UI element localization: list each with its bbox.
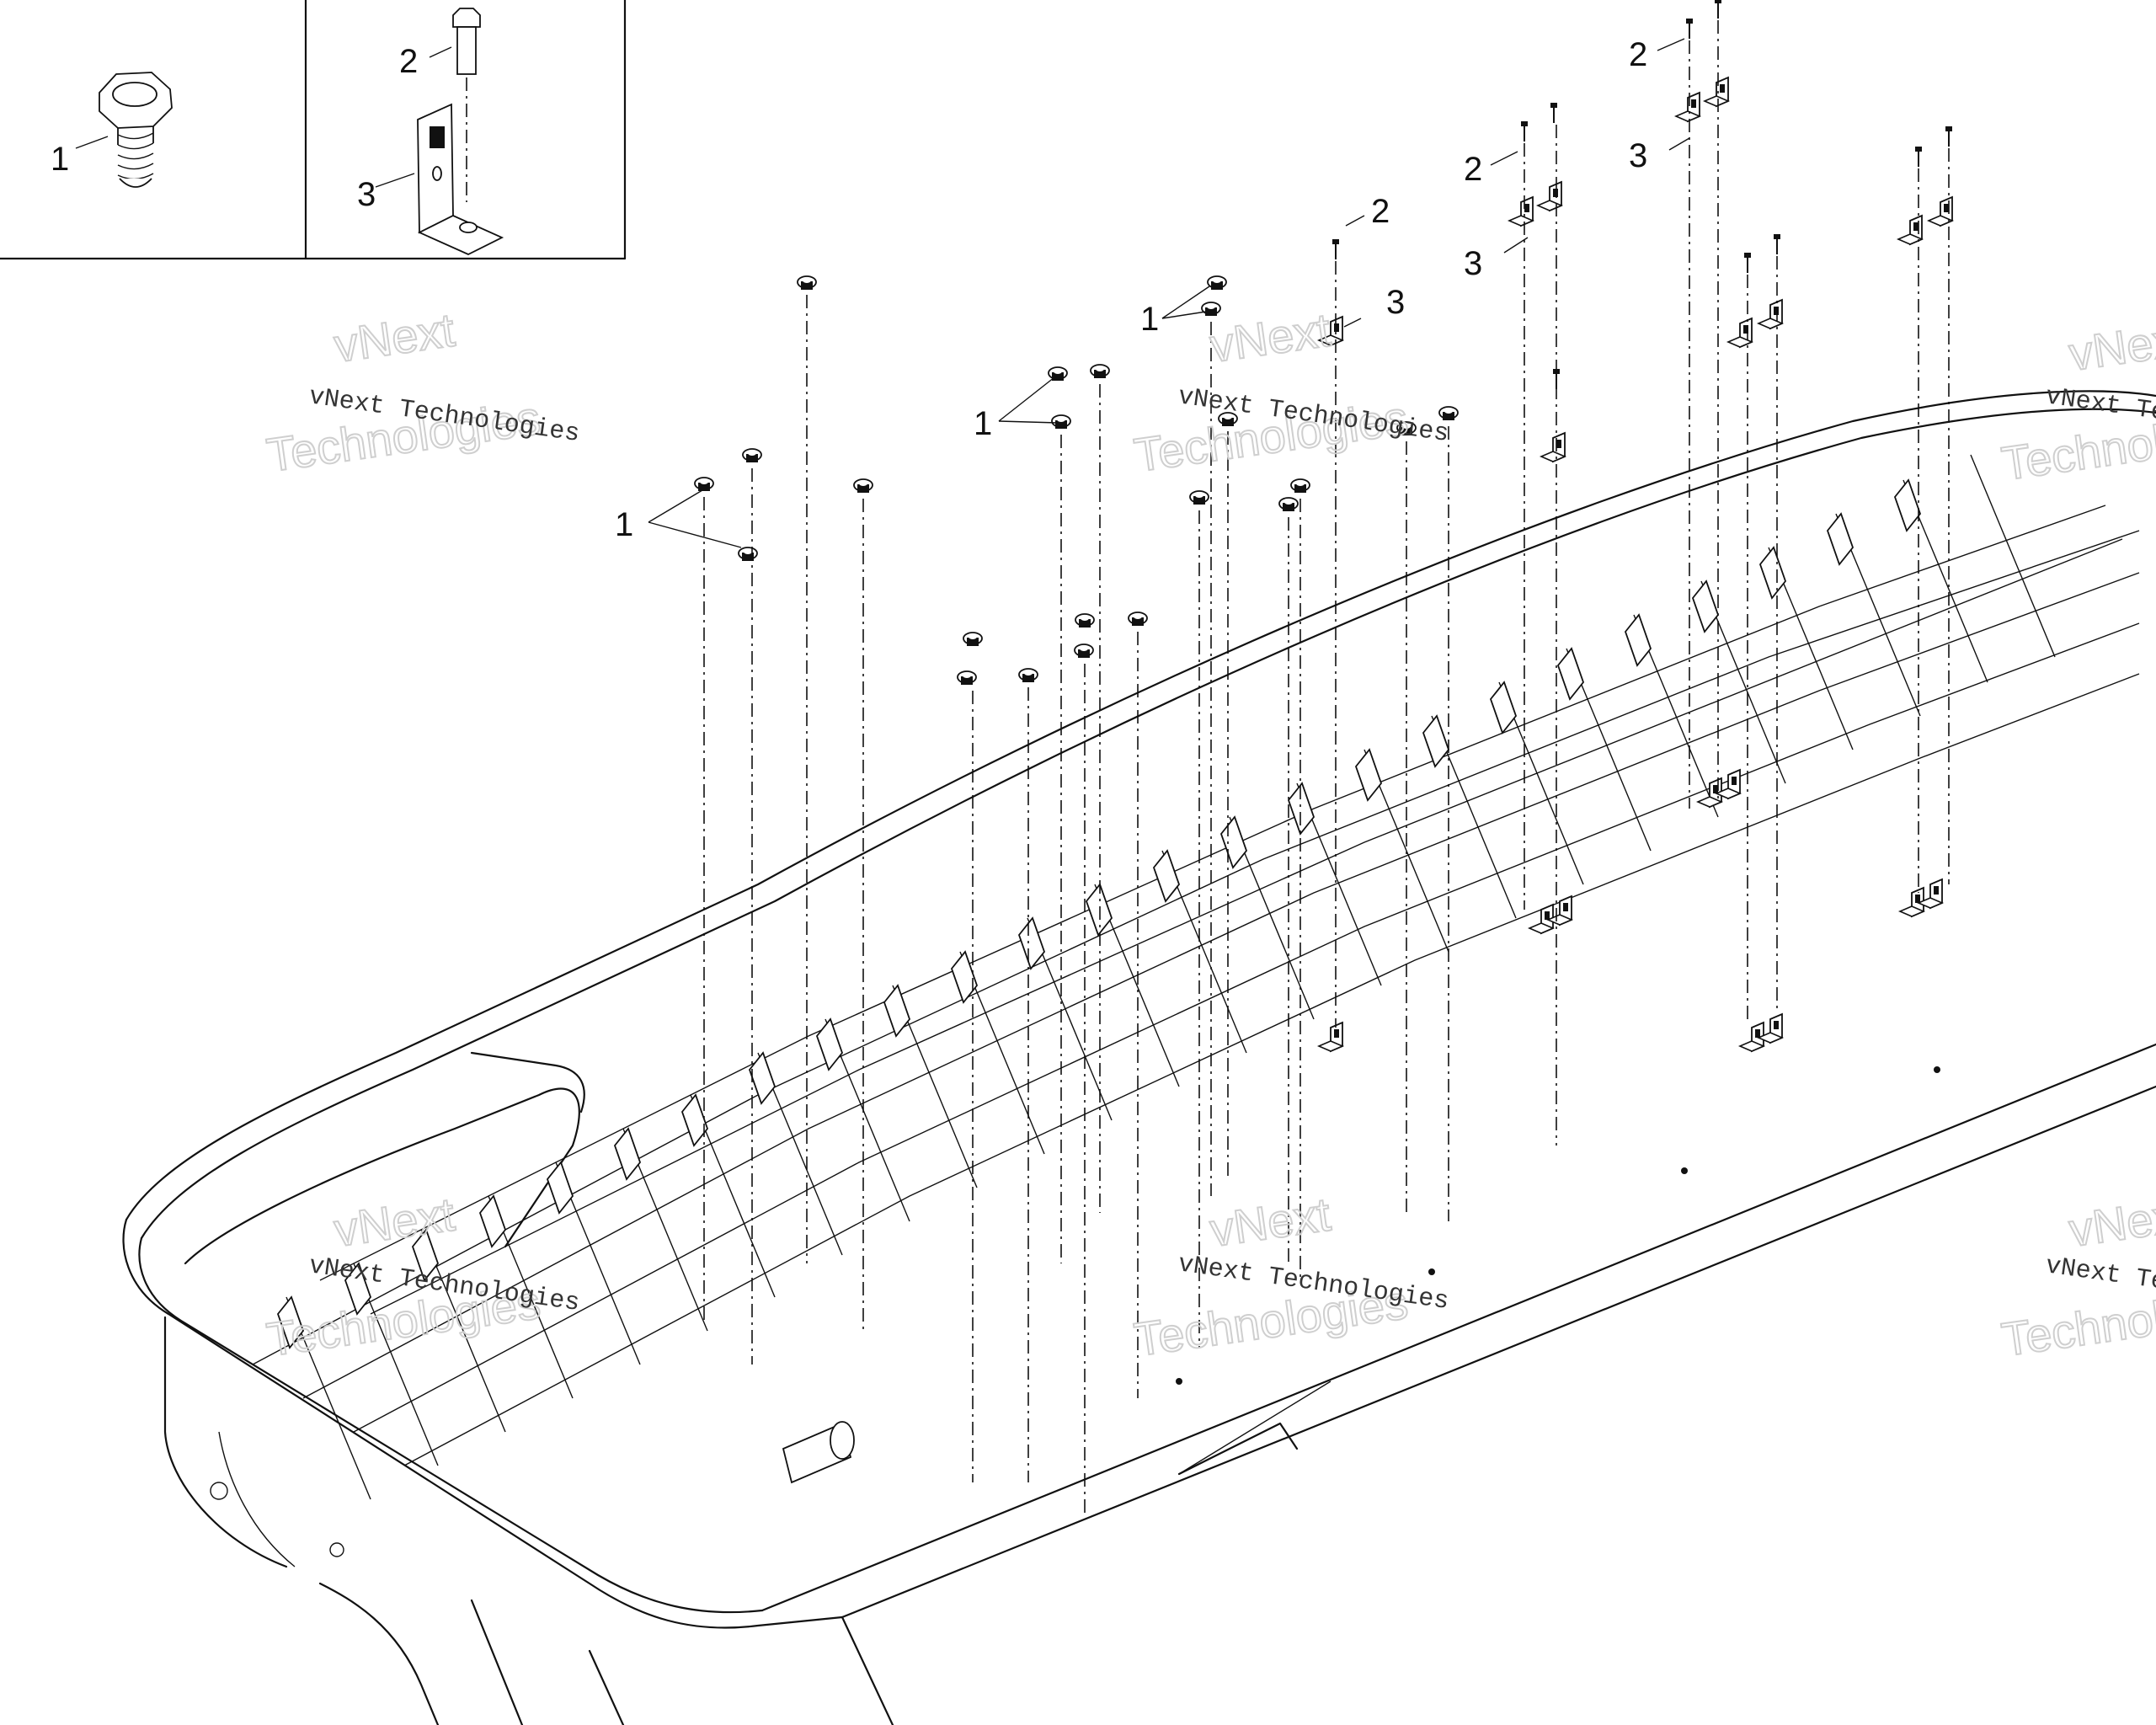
watermark-big-2a: vNext [1207,303,1334,372]
leader-lines [648,38,1690,548]
callout-1-b: 1 [974,405,992,442]
callout-1-inset: 1 [51,141,69,178]
callout-2-b: 2 [1464,151,1482,188]
watermarks: vNext Technologies vNext Technologies vN… [263,302,2156,1367]
callout-2-inset: 2 [399,43,418,80]
hull-body [122,390,2156,1725]
callout-2-a: 2 [1371,193,1390,230]
callout-3-b: 3 [1464,245,1482,282]
inset-panel [0,0,627,260]
assembly-lines [703,20,1950,1516]
watermark-big-6a: vNext [2066,1188,2156,1257]
watermark-big-1a: vNext [331,303,458,372]
watermark-big-3a: vNext [2066,312,2156,381]
callout-3-a: 3 [1386,284,1405,321]
callout-1-c: 1 [1140,301,1159,338]
callout-3-c: 3 [1629,137,1647,174]
watermark-big-5a: vNext [1207,1188,1334,1257]
hull-brackets [1318,769,1943,1052]
callout-1-a: 1 [615,506,633,543]
callout-3-inset: 3 [357,176,376,213]
inset-plug-part [75,72,173,188]
watermark-big-4a: vNext [331,1188,458,1257]
inset-bolt-bracket-part [375,8,504,255]
callout-2-c: 2 [1629,36,1647,73]
